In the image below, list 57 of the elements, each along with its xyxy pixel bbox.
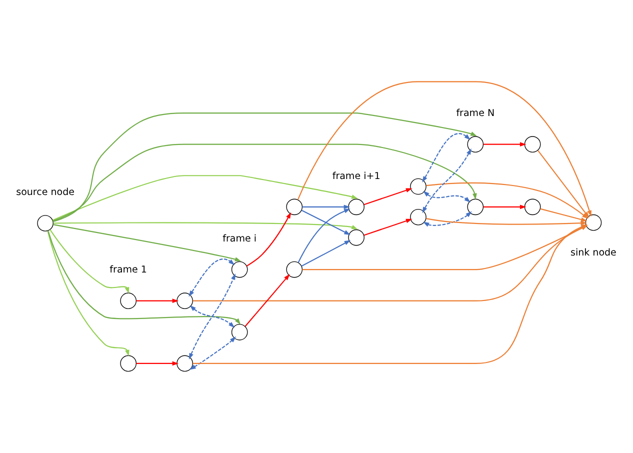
- arrow: [53, 222, 358, 230]
- arrow: [188, 273, 236, 360]
- node-circle: [37, 215, 54, 232]
- arrow: [422, 211, 472, 227]
- node-circle: [410, 178, 426, 195]
- arrow: [53, 224, 242, 262]
- arrow: [364, 218, 412, 236]
- arrow: [52, 175, 358, 221]
- arrow: [302, 204, 350, 210]
- node-circle: [524, 136, 541, 152]
- arrow: [537, 150, 590, 218]
- arrow: [298, 208, 350, 263]
- arrow: [426, 218, 588, 226]
- node-circle: [120, 292, 136, 309]
- arrow: [190, 305, 235, 328]
- arrow: [244, 274, 290, 327]
- node-circle: [410, 208, 426, 226]
- arrow: [301, 240, 351, 267]
- node-circle: [286, 198, 303, 216]
- node-circle: [176, 292, 193, 309]
- arrow: [190, 336, 236, 370]
- node-circle: [467, 198, 484, 216]
- node-circle: [348, 229, 364, 246]
- arrow: [540, 208, 588, 222]
- label: frame i+1: [332, 170, 380, 182]
- arrow: [52, 144, 477, 222]
- arrow: [47, 230, 130, 356]
- arrow: [50, 229, 130, 294]
- arrow: [483, 142, 526, 147]
- label: frame i: [222, 233, 257, 244]
- arrow: [423, 190, 471, 203]
- arrow: [422, 148, 472, 214]
- node-circle: [467, 136, 484, 152]
- arrow: [246, 212, 292, 267]
- arrow: [301, 210, 350, 235]
- node-circle: [585, 214, 602, 231]
- arrow: [136, 361, 179, 366]
- node-label: sink node: [570, 248, 616, 259]
- arrow: [136, 298, 179, 304]
- arrow: [188, 258, 235, 297]
- node-circle: [176, 355, 193, 372]
- arrow: [422, 133, 471, 182]
- arrow: [426, 182, 588, 219]
- label: frame N: [456, 108, 495, 120]
- node-circle: [286, 261, 303, 278]
- arrow: [364, 188, 412, 206]
- node-circle: [120, 355, 136, 372]
- node-label: source node: [16, 187, 75, 198]
- arrow: [48, 230, 241, 325]
- node-circle: [231, 324, 248, 340]
- arrow: [52, 112, 477, 222]
- node-circle: [231, 261, 248, 278]
- label: frame 1: [110, 264, 147, 276]
- node-circle: [524, 198, 541, 216]
- arrow: [483, 204, 526, 210]
- arrow: [297, 81, 592, 217]
- node-circle: [348, 198, 364, 216]
